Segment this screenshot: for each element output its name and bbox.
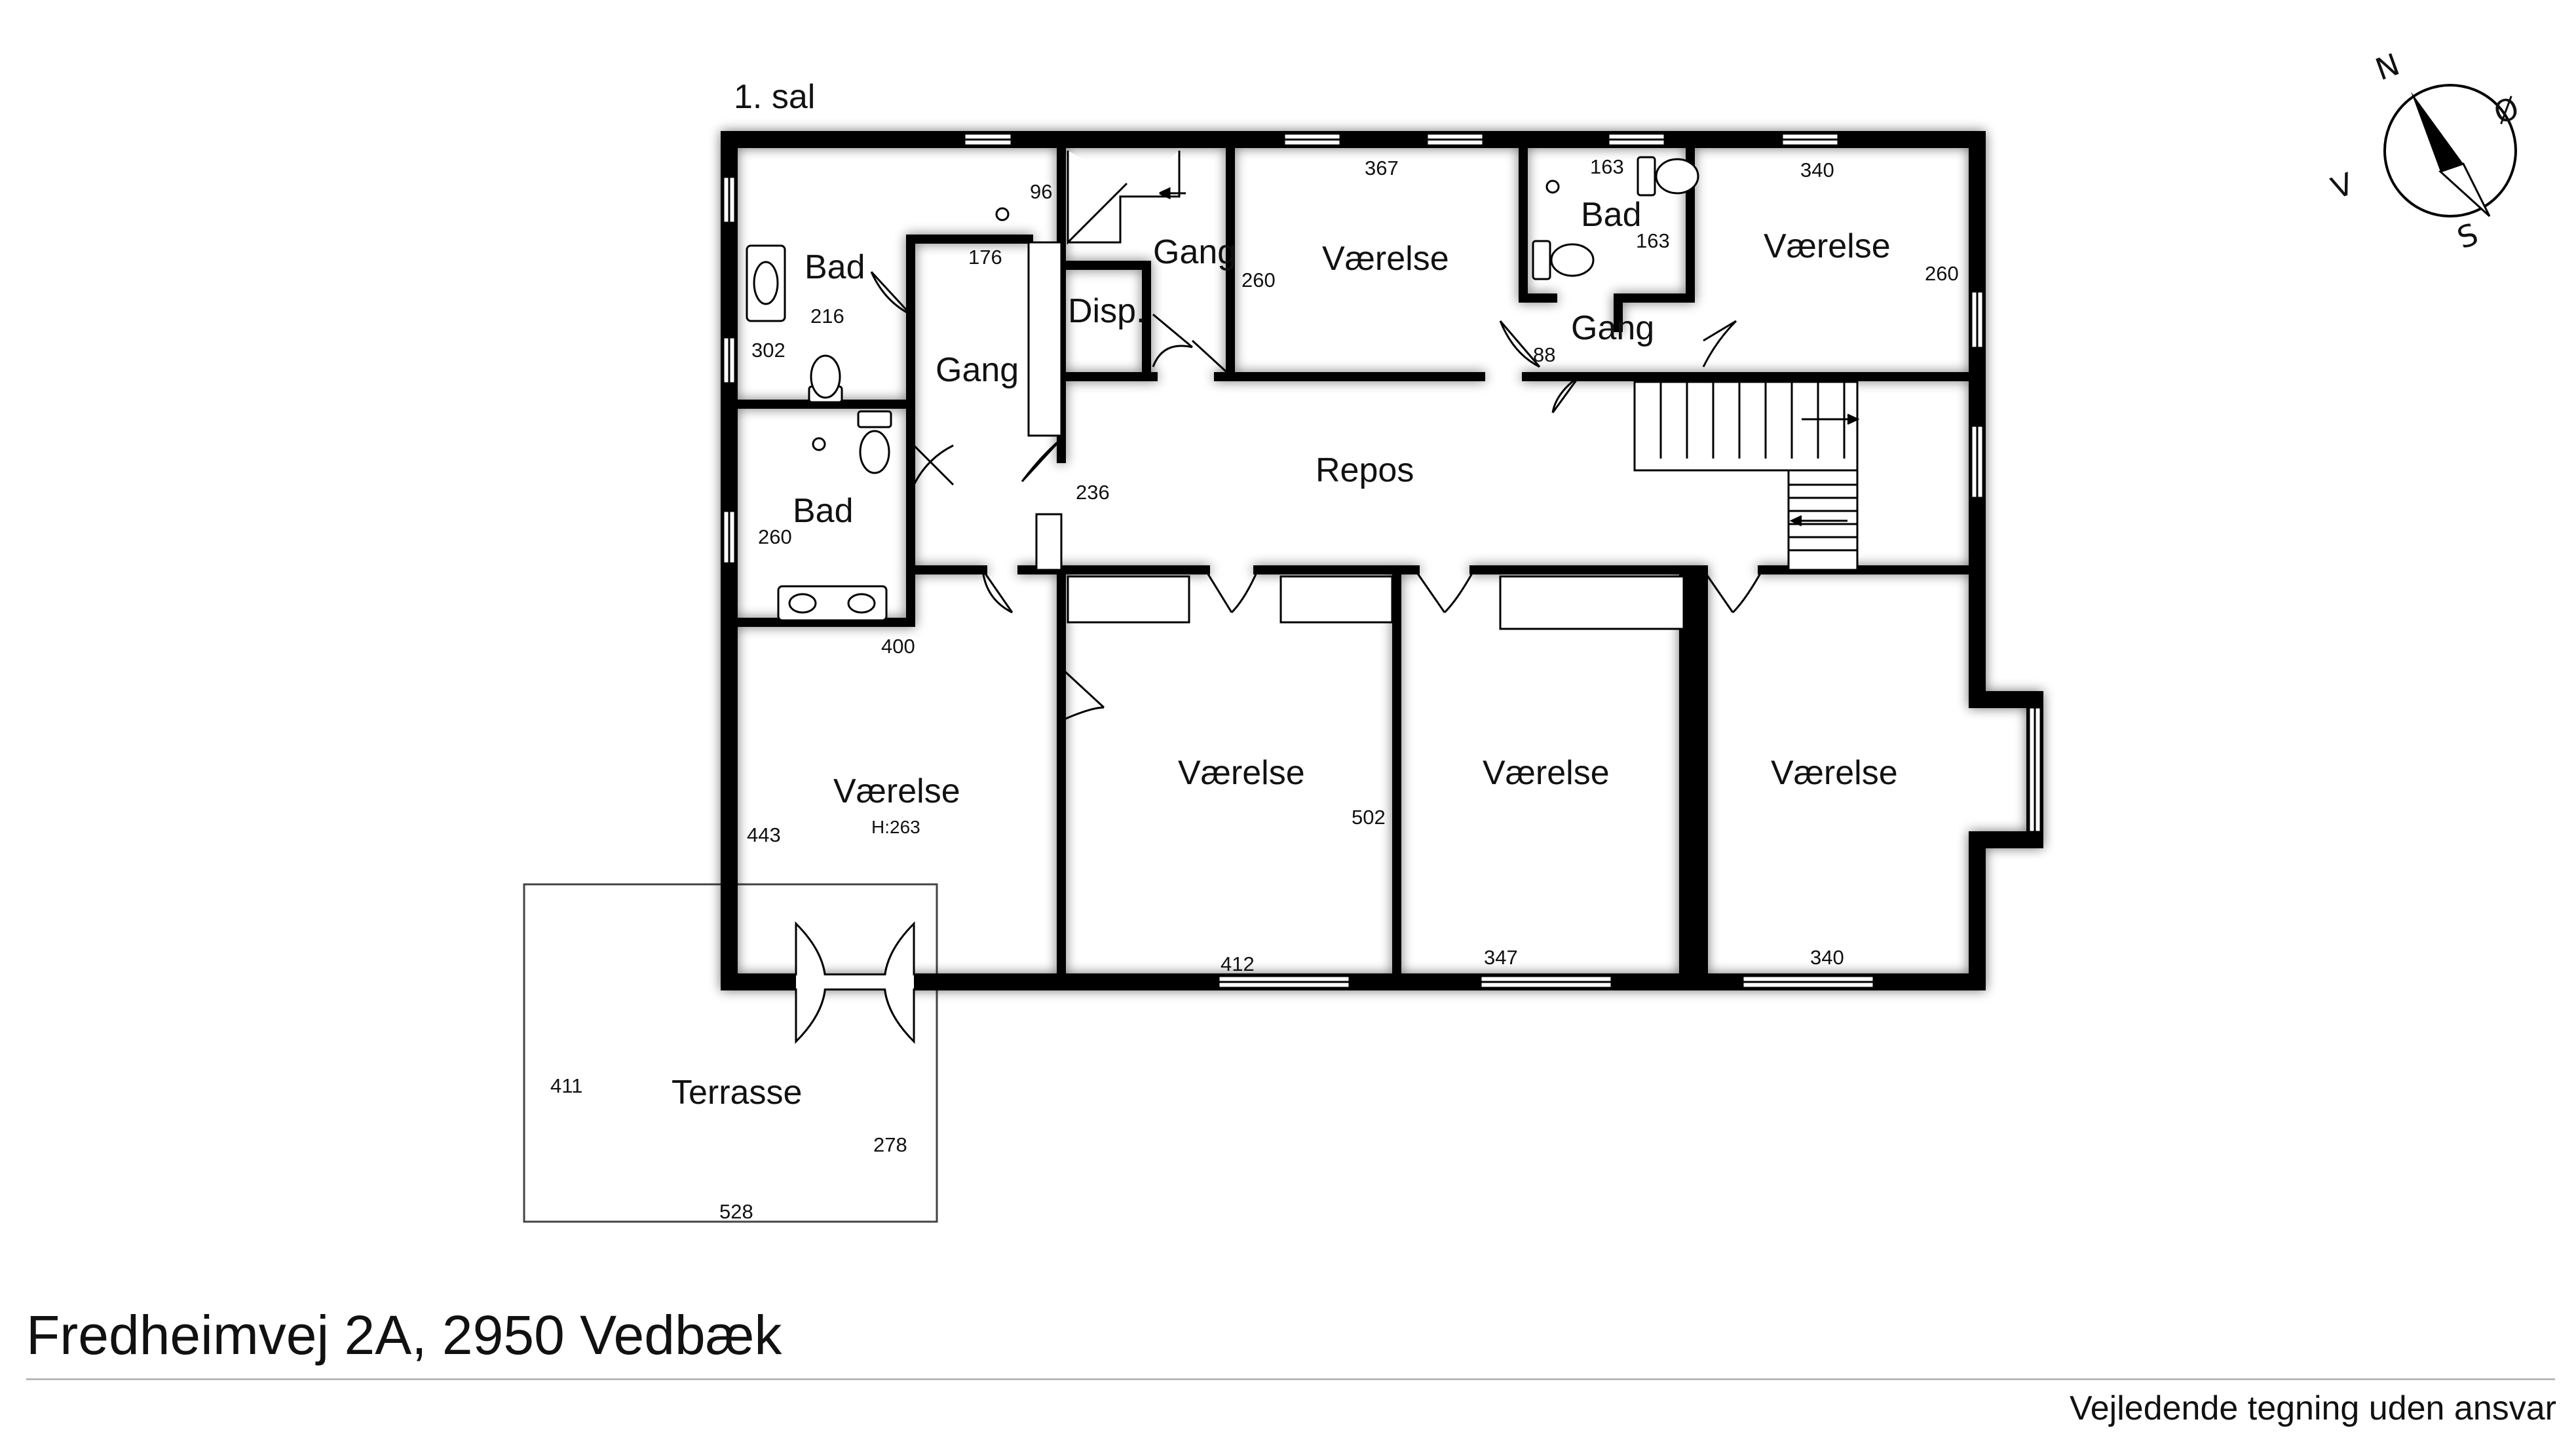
dim-302: 302 [751,339,786,362]
room-vaerelse-bottom-2: Værelse [1178,754,1305,792]
windows [722,132,2042,989]
dim-163-a: 163 [1590,155,1624,178]
room-vaerelse-bottom-1: Værelse [833,772,960,810]
terrace-doors [795,921,915,1044]
dim-502: 502 [1352,806,1386,829]
dim-260-vaerelse-2: 260 [1925,262,1959,285]
address-title: Fredheimvej 2A, 2950 Vedbæk [26,1304,782,1366]
room-disp: Disp. [1068,292,1145,330]
dim-340-bottom: 340 [1810,946,1844,969]
compass-needle-south [2438,162,2491,217]
dim-176: 176 [968,246,1002,269]
dim-528: 528 [719,1200,753,1223]
dim-163-b: 163 [1636,229,1670,252]
compass-west: V [2326,166,2358,206]
room-gang-left: Gang [936,351,1019,389]
dim-347: 347 [1484,946,1518,969]
stair-top [1067,151,1186,245]
compass-needle-north [2411,92,2463,172]
dim-216: 216 [810,305,844,328]
room-bad-top-left: Bad [805,248,865,286]
room-vaerelse-bottom-4: Værelse [1771,754,1898,792]
dim-340-top: 340 [1800,159,1834,181]
walls [721,131,2043,990]
compass-south: S [2453,216,2483,256]
room-terrasse: Terrasse [672,1074,802,1112]
dim-400: 400 [881,635,915,658]
room-vaerelse-top-2: Værelse [1764,227,1891,265]
room-labels: 1. sal Bad Bad Bad Gang Gang Gang Disp. … [672,78,1898,1112]
room-repos: Repos [1316,451,1414,489]
ceiling-height: H:263 [871,817,920,837]
dim-236: 236 [1076,481,1110,504]
dim-96: 96 [1030,180,1052,203]
doors [870,271,1764,722]
dim-278: 278 [873,1133,907,1156]
dim-88: 88 [1533,343,1555,366]
divider-line [26,1378,2555,1380]
dim-260-vaerelse-1: 260 [1241,269,1276,292]
compass-north: N [2371,47,2404,88]
floor-label: 1. sal [734,78,815,116]
dim-260-bad: 260 [758,525,792,548]
room-vaerelse-top-1: Værelse [1322,240,1449,278]
dim-411: 411 [550,1074,582,1097]
stair-main [1633,381,1860,571]
dim-412: 412 [1221,952,1255,975]
room-bad-lower-left: Bad [793,492,854,530]
disclaimer-text: Vejledende tegning uden ansvar [2069,1389,2556,1427]
room-vaerelse-bottom-3: Værelse [1483,754,1610,792]
compass: N Ø S V [2326,47,2524,256]
room-gang-top: Gang [1153,233,1236,271]
room-gang-right: Gang [1571,309,1654,347]
dimension-labels: 96 176 216 302 260 400 236 367 260 163 1… [550,155,1959,1223]
dim-443: 443 [747,823,781,846]
dim-367: 367 [1365,157,1399,179]
cabinets [1027,241,1685,630]
fixtures [746,156,1699,622]
room-bad-top-right: Bad [1581,196,1642,234]
